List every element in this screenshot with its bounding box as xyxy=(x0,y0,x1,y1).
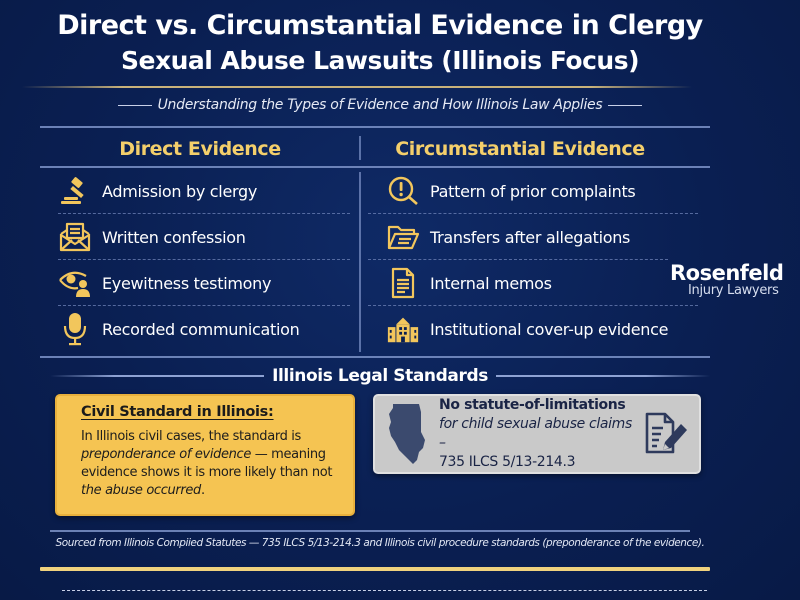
row-divider xyxy=(58,259,350,260)
statute-line1: No statute-of-limitations xyxy=(439,397,626,413)
footer-gold-bar xyxy=(40,567,710,571)
circumstantial-item-label: Internal memos xyxy=(430,273,552,293)
circumstantial-item-label: Institutional cover-up evidence xyxy=(430,319,669,339)
civil-body-emphasis: the abuse occurred xyxy=(81,483,201,498)
page-title-line1: Direct vs. Circumstantial Evidence in Cl… xyxy=(57,10,703,41)
subtitle: Understanding the Types of Evidence and … xyxy=(157,97,603,113)
subtitle-row: Understanding the Types of Evidence and … xyxy=(0,94,760,116)
subtitle-dash-left xyxy=(117,104,152,106)
column-divider xyxy=(359,136,361,160)
row-divider xyxy=(368,213,698,214)
statute-line2: for child sexual abuse claims – xyxy=(439,416,632,451)
circumstantial-item-cover-up: Institutional cover-up evidence xyxy=(386,306,668,352)
civil-standard-body: In Illinois civil cases, the standard is… xyxy=(81,428,339,500)
row-divider xyxy=(368,259,668,260)
direct-item-label: Recorded communication xyxy=(102,319,300,339)
circumstantial-item-prior-complaints: Pattern of prior complaints xyxy=(386,168,636,214)
direct-evidence-heading: Direct Evidence xyxy=(119,138,281,160)
gavel-icon xyxy=(58,174,92,208)
footer-divider xyxy=(50,530,690,532)
document-edit-icon xyxy=(641,410,689,458)
table-bottom-border xyxy=(40,356,710,358)
legal-standards-header: Illinois Legal Standards xyxy=(50,364,711,388)
row-divider xyxy=(368,305,698,306)
circumstantial-item-label: Transfers after allegations xyxy=(430,227,631,247)
table-header-border xyxy=(40,166,710,168)
statute-text: No statute-of-limitations for child sexu… xyxy=(429,396,641,472)
civil-body-emphasis: preponderance of evidence xyxy=(81,447,251,462)
alert-search-icon xyxy=(386,174,420,208)
document-icon xyxy=(386,266,420,300)
microphone-icon xyxy=(58,312,92,346)
direct-item-recorded: Recorded communication xyxy=(58,306,300,352)
illinois-map-icon xyxy=(385,402,429,466)
direct-item-label: Eyewitness testimony xyxy=(102,273,272,293)
legal-standards-title: Illinois Legal Standards xyxy=(272,366,488,386)
logo-tagline: Injury Lawyers xyxy=(688,283,779,298)
footer-dashed-rule xyxy=(62,590,707,591)
civil-standard-card: Civil Standard in Illinois: In Illinois … xyxy=(55,394,355,516)
folder-icon xyxy=(386,220,420,254)
envelope-letter-icon xyxy=(58,220,92,254)
direct-item-admission: Admission by clergy xyxy=(58,168,257,214)
title-divider xyxy=(22,86,692,88)
circumstantial-item-label: Pattern of prior complaints xyxy=(430,181,636,201)
circumstantial-item-transfers: Transfers after allegations xyxy=(386,214,630,260)
direct-item-eyewitness: Eyewitness testimony xyxy=(58,260,271,306)
civil-body-text: In Illinois civil cases, the standard is xyxy=(81,429,301,444)
section-rule-left xyxy=(50,375,265,377)
eye-person-icon xyxy=(58,266,92,300)
civil-body-text: . xyxy=(200,483,205,498)
rosenfeld-logo: Rosenfeld Injury Lawyers xyxy=(670,261,784,298)
civil-standard-heading: Civil Standard in Illinois: xyxy=(81,404,274,420)
section-rule-right xyxy=(495,375,711,377)
direct-item-label: Admission by clergy xyxy=(102,181,258,201)
building-icon xyxy=(386,312,420,346)
direct-item-written-confession: Written confession xyxy=(58,214,246,260)
subtitle-dash-right xyxy=(608,104,643,106)
statute-of-limitations-card: No statute-of-limitations for child sexu… xyxy=(373,394,701,474)
column-divider-body xyxy=(359,172,361,352)
page-title-line2: Sexual Abuse Lawsuits (Illinois Focus) xyxy=(120,46,640,75)
row-divider xyxy=(58,305,350,306)
statute-citation: 735 ILCS 5/13-214.3 xyxy=(439,454,576,470)
source-citation: Sourced from Illinois Compiied Statutes … xyxy=(55,537,705,549)
logo-name: Rosenfeld xyxy=(670,261,784,285)
row-divider xyxy=(58,213,350,214)
circumstantial-evidence-heading: Circumstantial Evidence xyxy=(395,138,645,160)
direct-item-label: Written confession xyxy=(102,227,246,247)
civil-body-text: — meaning evidence shows it is more like… xyxy=(81,447,333,480)
table-top-border xyxy=(40,126,710,128)
circumstantial-item-internal-memos: Internal memos xyxy=(386,260,552,306)
